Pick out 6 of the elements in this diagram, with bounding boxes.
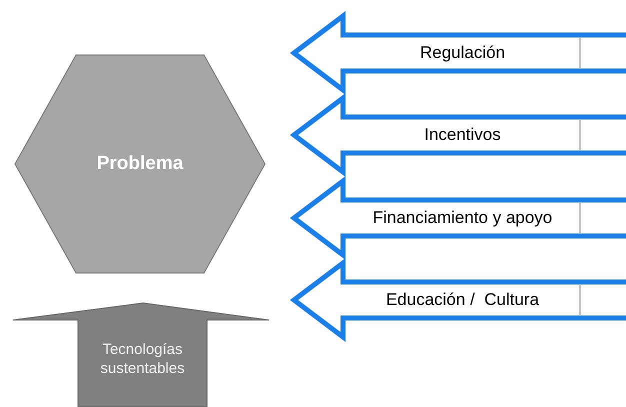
node-label: Problema <box>96 153 184 175</box>
node-label: Financiamiento y apoyo <box>372 207 554 229</box>
node-label: Tecnologías sustentables <box>99 340 186 378</box>
node-label: Regulación <box>418 42 506 64</box>
node-label: Educación / Cultura <box>384 289 540 311</box>
node-label: Incentivos <box>423 124 502 146</box>
